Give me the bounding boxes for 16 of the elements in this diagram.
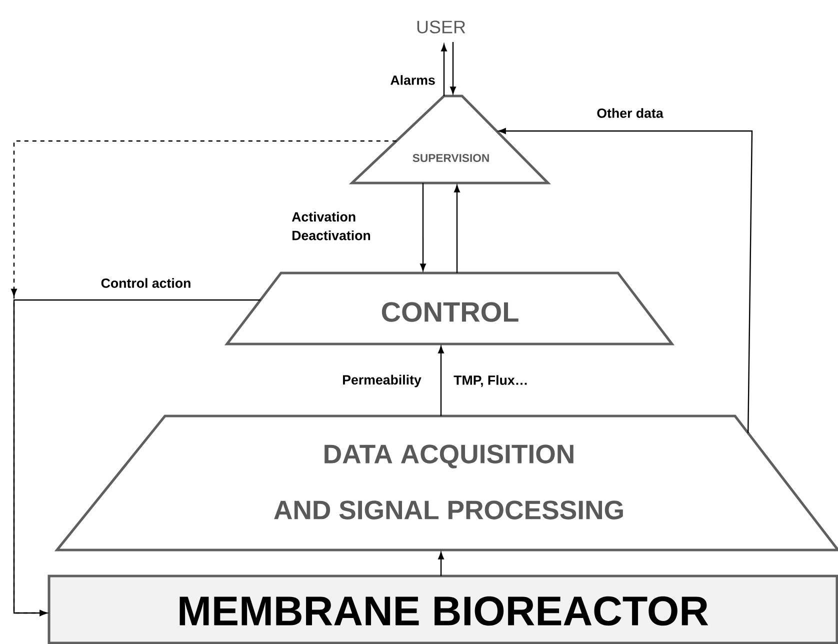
edge-label: Permeability: [343, 374, 422, 388]
edge-label: Control action: [101, 278, 190, 288]
edge-label: Alarms: [390, 75, 435, 85]
user-label: USER: [417, 20, 466, 34]
arrow: [450, 42, 456, 94]
arrow: [454, 185, 460, 273]
bioreactor-box: MEMBRANE BIOREACTOR: [48, 574, 838, 644]
arrow: [420, 183, 426, 272]
edge-label: Activation Deactivation: [292, 212, 370, 240]
arrow: [13, 299, 260, 616]
arrow: [438, 552, 444, 576]
arrow: [498, 128, 753, 434]
edge-label: Other data: [597, 108, 664, 118]
arrow: [438, 346, 444, 416]
arrow: [441, 44, 447, 96]
signal-label: TMP, Flux…: [454, 375, 527, 387]
